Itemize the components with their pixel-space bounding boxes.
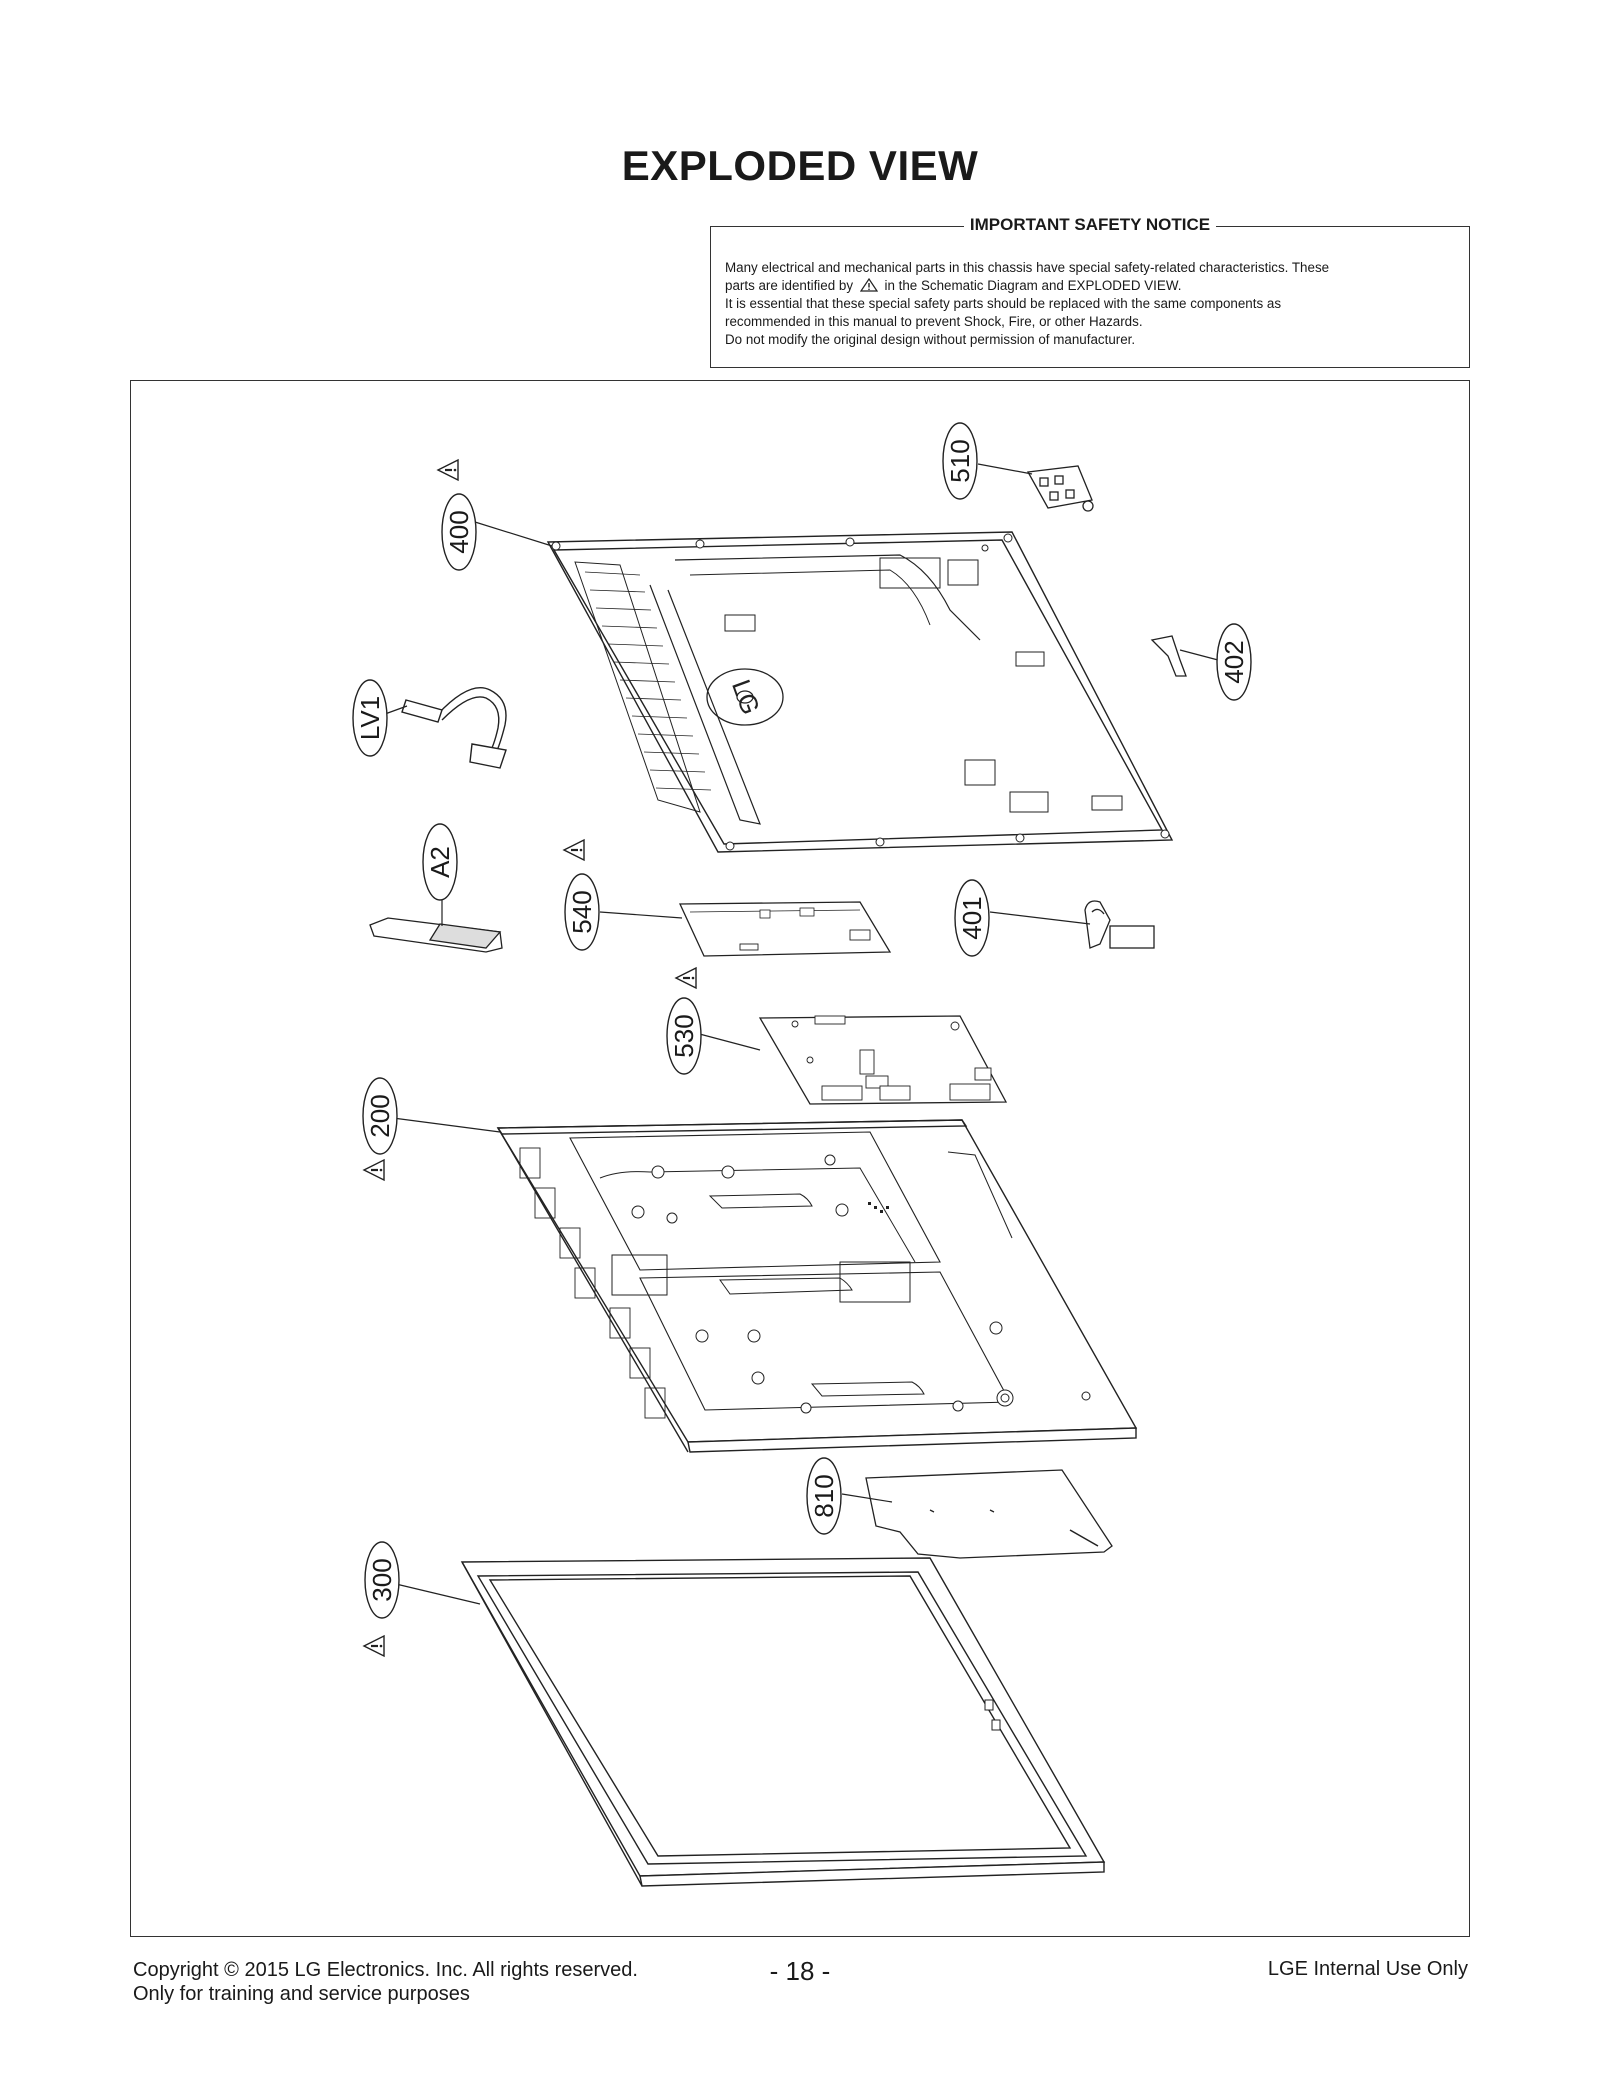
warning-triangle-icon — [859, 278, 878, 292]
internal-use-text: LGE Internal Use Only — [1267, 1958, 1468, 1980]
svg-text:530: 530 — [669, 1014, 699, 1057]
bracket-510 — [1026, 465, 1094, 512]
callout-530: 530 — [666, 997, 702, 1075]
warning-triangle-icon — [362, 1634, 386, 1658]
diagram-frame — [130, 380, 1470, 1937]
svg-text:402: 402 — [1219, 640, 1249, 683]
lvds-cable-lv1 — [401, 687, 507, 769]
insulator-sheet-810 — [865, 1469, 1113, 1559]
notice-line-2: parts are identified by in the Schematic… — [725, 278, 1182, 293]
svg-text:540: 540 — [567, 890, 597, 933]
callout-402: 402 — [1216, 623, 1252, 701]
callout-200: 200 — [362, 1077, 398, 1155]
warning-triangle-icon — [562, 838, 586, 862]
copyright-text: Copyright © 2015 LG Electronics. Inc. Al… — [133, 1959, 638, 1981]
notice-line-5: Do not modify the original design withou… — [725, 332, 1136, 347]
callout-510: 510 — [942, 422, 978, 500]
front-frame-300 — [460, 1557, 1106, 1887]
safety-notice-text: Many electrical and mechanical parts in … — [725, 259, 1455, 349]
svg-text:200: 200 — [365, 1094, 395, 1137]
svg-text:A2: A2 — [425, 846, 455, 878]
back-cover-400: LG — [546, 531, 1174, 853]
callout-300: 300 — [364, 1541, 400, 1619]
leader-lines — [384, 463, 1219, 1605]
callout-400: 400 — [441, 493, 477, 571]
bracket-402 — [1150, 635, 1187, 677]
safety-notice-box: IMPORTANT SAFETY NOTICE Many electrical … — [710, 215, 1470, 368]
callout-a2: A2 — [422, 823, 458, 901]
svg-text:300: 300 — [367, 1558, 397, 1601]
svg-text:400: 400 — [444, 510, 474, 553]
main-board-540 — [678, 901, 892, 957]
callout-lv1: LV1 — [352, 679, 388, 757]
warning-triangle-icon — [674, 966, 698, 990]
callout-810: 810 — [806, 1457, 842, 1535]
power-board-530 — [758, 1015, 1008, 1105]
callouts: 400 510 402 LV1 A2 540 401 530 200 810 3… — [352, 422, 1252, 1619]
svg-text:LV1: LV1 — [355, 696, 385, 740]
notice-line-1: Many electrical and mechanical parts in … — [725, 260, 1330, 275]
notice-line-3: It is essential that these special safet… — [725, 296, 1282, 311]
page-number: - 18 - — [769, 1956, 831, 1986]
safety-notice-title: IMPORTANT SAFETY NOTICE — [963, 215, 1217, 234]
page-title: EXPLODED VIEW — [621, 142, 979, 189]
svg-text:510: 510 — [945, 439, 975, 482]
svg-text:810: 810 — [809, 1474, 839, 1517]
svg-text:401: 401 — [957, 896, 987, 939]
warning-triangle-icon — [436, 458, 460, 482]
remote-a2 — [369, 917, 503, 953]
warning-triangle-icon — [362, 1158, 386, 1182]
purpose-text: Only for training and service purposes — [133, 1983, 470, 2005]
callout-540: 540 — [564, 873, 600, 951]
part-401 — [1084, 900, 1155, 949]
rear-chassis-200 — [496, 1119, 1138, 1453]
notice-line-4: recommended in this manual to prevent Sh… — [725, 314, 1143, 329]
callout-401: 401 — [954, 879, 990, 957]
footer-left: Copyright © 2015 LG Electronics. Inc. Al… — [133, 1958, 638, 2006]
